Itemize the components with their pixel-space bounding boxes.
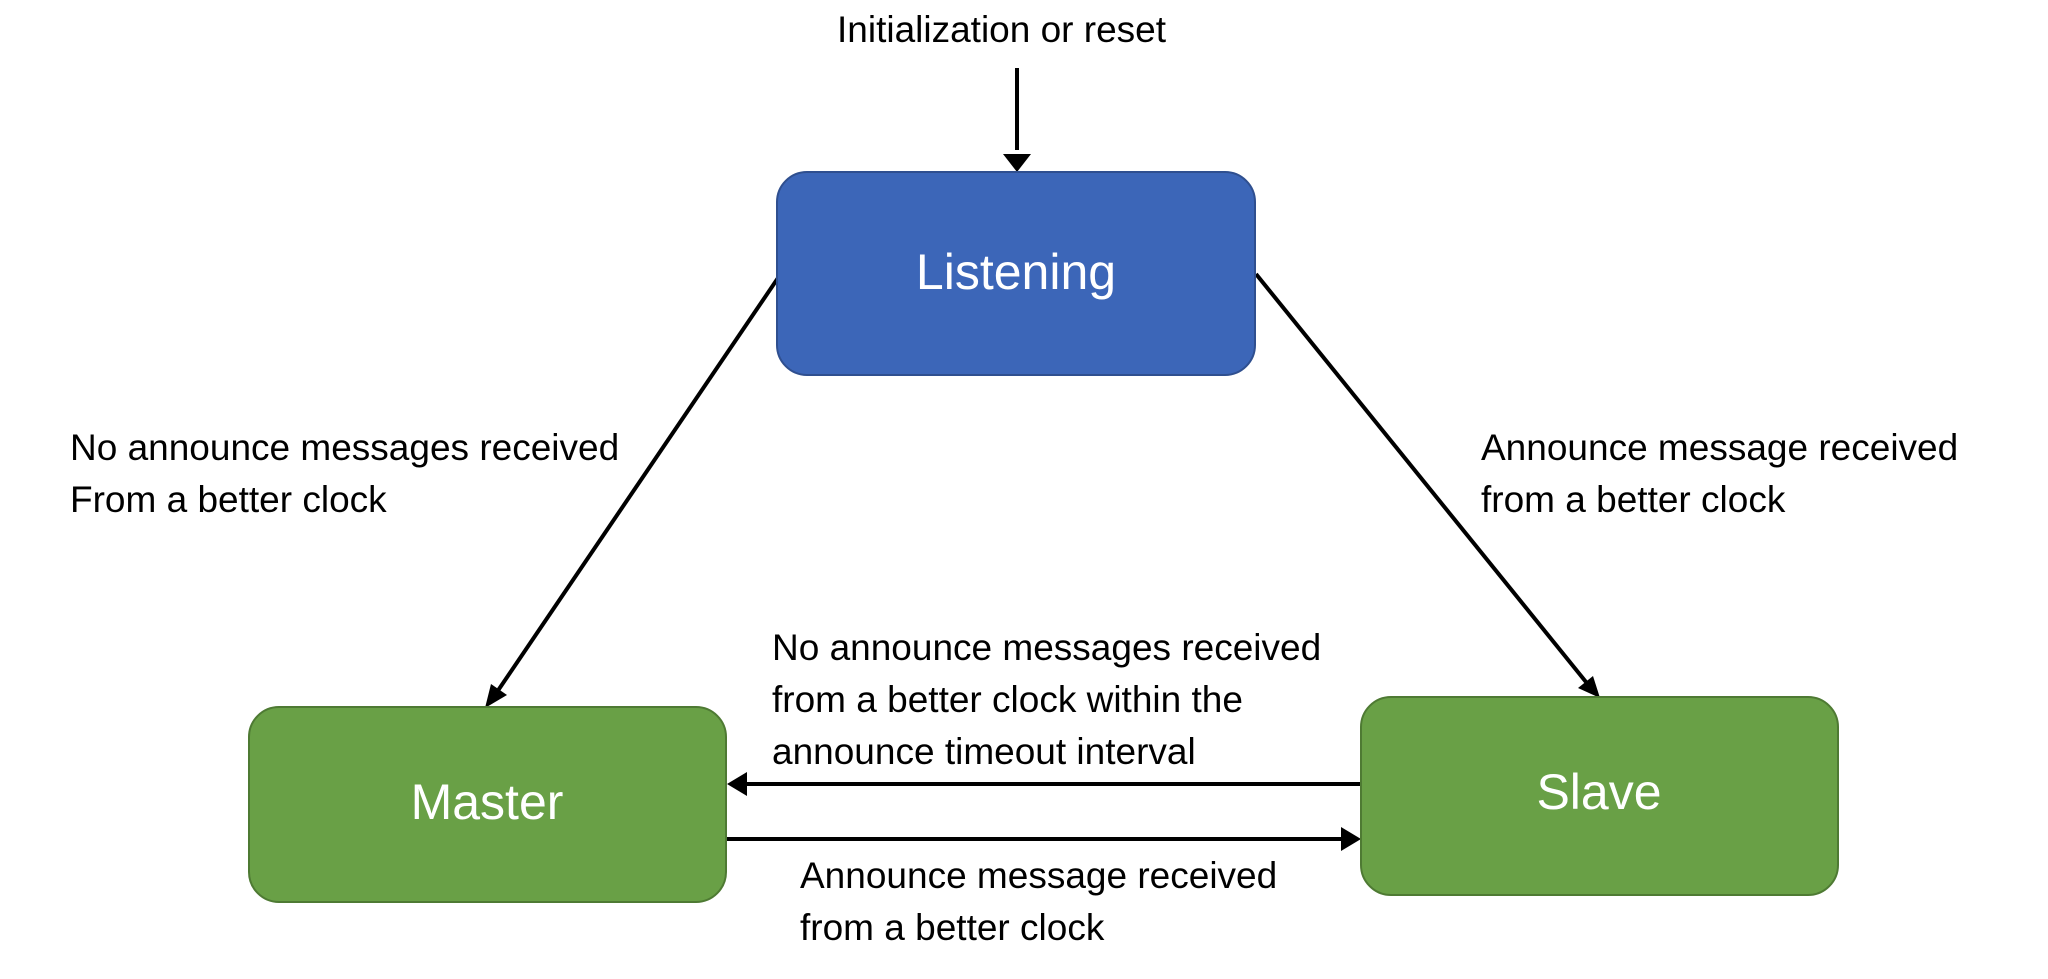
label-slave-to-master: No announce messages received from a bet… — [772, 627, 1331, 772]
listening-to-master-arrowhead — [485, 684, 507, 708]
label-init: Initialization or reset — [837, 9, 1167, 50]
label-slave-to-master-line: No announce messages received — [772, 627, 1321, 668]
state-listening-label: Listening — [916, 244, 1116, 300]
label-init-line: Initialization or reset — [837, 9, 1167, 50]
label-listening-to-master-line: No announce messages received — [70, 427, 619, 468]
listening-to-slave-arrowhead — [1578, 676, 1600, 698]
state-master-label: Master — [411, 774, 564, 830]
listening-to-slave-arrow — [1254, 272, 1588, 684]
master-to-slave-arrowhead — [1341, 827, 1361, 851]
label-master-to-slave: Announce message received from a better … — [800, 855, 1287, 948]
label-listening-to-master-line: From a better clock — [70, 479, 387, 520]
label-master-to-slave-line: from a better clock — [800, 907, 1105, 948]
listening-to-master-arrow — [495, 273, 782, 694]
label-listening-to-slave-line: Announce message received — [1481, 427, 1958, 468]
label-listening-to-master: No announce messages received From a bet… — [70, 427, 629, 520]
init-arrowhead — [1003, 154, 1031, 172]
label-slave-to-master-line: from a better clock within the — [772, 679, 1243, 720]
label-slave-to-master-line: announce timeout interval — [772, 731, 1196, 772]
state-listening: Listening — [776, 171, 1256, 376]
label-listening-to-slave-line: from a better clock — [1481, 479, 1786, 520]
state-slave: Slave — [1360, 696, 1839, 896]
state-master-box — [248, 706, 727, 903]
state-listening-box — [776, 171, 1256, 376]
state-slave-label: Slave — [1536, 764, 1661, 820]
state-slave-box — [1360, 696, 1839, 896]
state-master: Master — [248, 706, 727, 903]
slave-to-master-arrowhead — [727, 772, 747, 796]
label-listening-to-slave: Announce message received from a better … — [1481, 427, 1968, 520]
label-master-to-slave-line: Announce message received — [800, 855, 1277, 896]
